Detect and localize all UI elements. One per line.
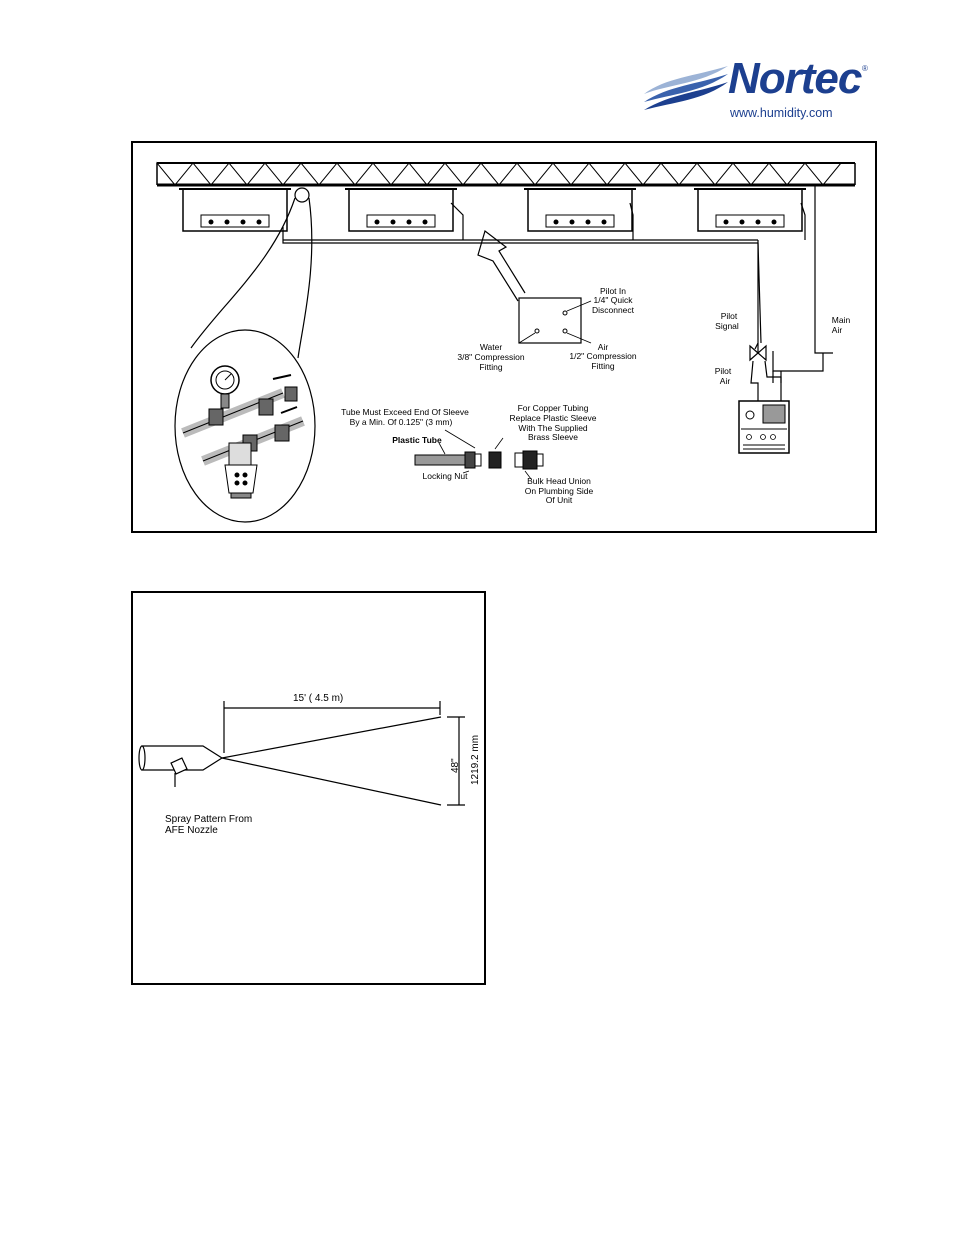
label-copper-3: With The Supplied: [518, 423, 588, 433]
installation-diagram: Pilot In 1/4" Quick Disconnect Water 3/8…: [131, 141, 877, 533]
truss-web: [156, 161, 842, 186]
distance-dimension: [223, 701, 441, 753]
control-box: [518, 297, 592, 344]
label-bulk-head-3: Of Unit: [546, 495, 573, 505]
height-dimension: [447, 716, 465, 806]
nozzle-dot: [240, 219, 246, 225]
nozzle-dot: [585, 219, 591, 225]
nozzle-dot: [422, 219, 428, 225]
label-pilot-signal-2: Signal: [715, 321, 739, 331]
height-label-inches: 48": [450, 758, 461, 773]
nozzle-dot: [771, 219, 777, 225]
spray-caption-1: Spray Pattern From: [165, 814, 252, 825]
height-label-mm: 1219.2 mm: [470, 735, 481, 785]
nozzle-dot: [601, 219, 607, 225]
spray-pattern-diagram: 15' ( 4.5 m) 48" 1219.2 mm Spray Pattern…: [131, 591, 486, 985]
spray-caption-2: AFE Nozzle: [165, 825, 218, 836]
label-pilot-in-2: 1/4" Quick: [594, 295, 634, 305]
label-tube-exceed-2: By a Min. Of 0.125" (3 mm): [350, 417, 453, 427]
logo-url: www.humidity.com: [730, 106, 833, 120]
nozzle-dot: [553, 219, 559, 225]
regulator-assembly: [181, 365, 305, 499]
humidifier-units: [179, 188, 806, 232]
label-water-1: Water: [480, 342, 503, 352]
pilot-valve-icon: [749, 343, 767, 362]
label-air-1: Air: [598, 342, 609, 352]
label-tube-exceed-1: Tube Must Exceed End Of Sleeve: [341, 407, 469, 417]
ceiling-truss: [156, 161, 856, 187]
label-pilot-in-1: Pilot In: [600, 286, 626, 296]
diagram-labels: Pilot In 1/4" Quick Disconnect Water 3/8…: [341, 286, 850, 505]
nozzle-dot: [256, 219, 262, 225]
label-pilot-signal-1: Pilot: [721, 311, 738, 321]
label-copper-1: For Copper Tubing: [518, 403, 589, 413]
logo-name: Nortec: [728, 54, 862, 103]
nortec-logo: Nortec ® www.humidity.com: [640, 52, 880, 124]
piping-lines: [282, 185, 833, 401]
spray-cone: [221, 716, 442, 806]
installation-diagram-svg: Pilot In 1/4" Quick Disconnect Water 3/8…: [156, 161, 856, 523]
humidifier-unit: [345, 188, 457, 232]
label-bulk-head-2: On Plumbing Side: [525, 486, 594, 496]
label-plastic-tube: Plastic Tube: [392, 435, 442, 445]
label-pilot-air-1: Pilot: [715, 366, 732, 376]
logo-registered-mark: ®: [862, 64, 868, 73]
nozzle-dot: [569, 219, 575, 225]
label-air-3: Fitting: [591, 361, 614, 371]
nozzle-dot: [755, 219, 761, 225]
nozzle-dot: [374, 219, 380, 225]
controller-cabinet: [738, 400, 790, 454]
label-main-air-1: Main: [832, 315, 851, 325]
humidifier-unit: [524, 188, 636, 232]
nozzle-dot: [739, 219, 745, 225]
label-pilot-in-3: Disconnect: [592, 305, 635, 315]
label-bulk-head-1: Bulk Head Union: [527, 476, 591, 486]
label-pilot-air-2: Air: [720, 376, 731, 386]
humidifier-unit: [694, 188, 806, 232]
nozzle-dot: [208, 219, 214, 225]
label-main-air-2: Air: [832, 325, 843, 335]
distance-label: 15' ( 4.5 m): [293, 693, 343, 704]
label-air-2: 1/2" Compression: [569, 351, 637, 361]
spray-pattern-svg: 15' ( 4.5 m) 48" 1219.2 mm Spray Pattern…: [138, 693, 481, 836]
label-copper-4: Brass Sleeve: [528, 432, 578, 442]
nozzle-dot: [723, 219, 729, 225]
nozzle-dot: [390, 219, 396, 225]
fitting-detail: [414, 429, 544, 480]
label-water-2: 3/8" Compression: [457, 352, 525, 362]
nozzle-dot: [224, 219, 230, 225]
nozzle-icon: [138, 745, 224, 787]
wave-logo-icon: [644, 66, 728, 110]
label-locking-nut: Locking Nut: [423, 471, 469, 481]
label-copper-2: Replace Plastic Sleeve: [510, 413, 597, 423]
nozzle-dot: [406, 219, 412, 225]
label-water-3: Fitting: [479, 362, 502, 372]
connection-arrow: [477, 229, 526, 302]
humidifier-unit: [179, 188, 291, 232]
